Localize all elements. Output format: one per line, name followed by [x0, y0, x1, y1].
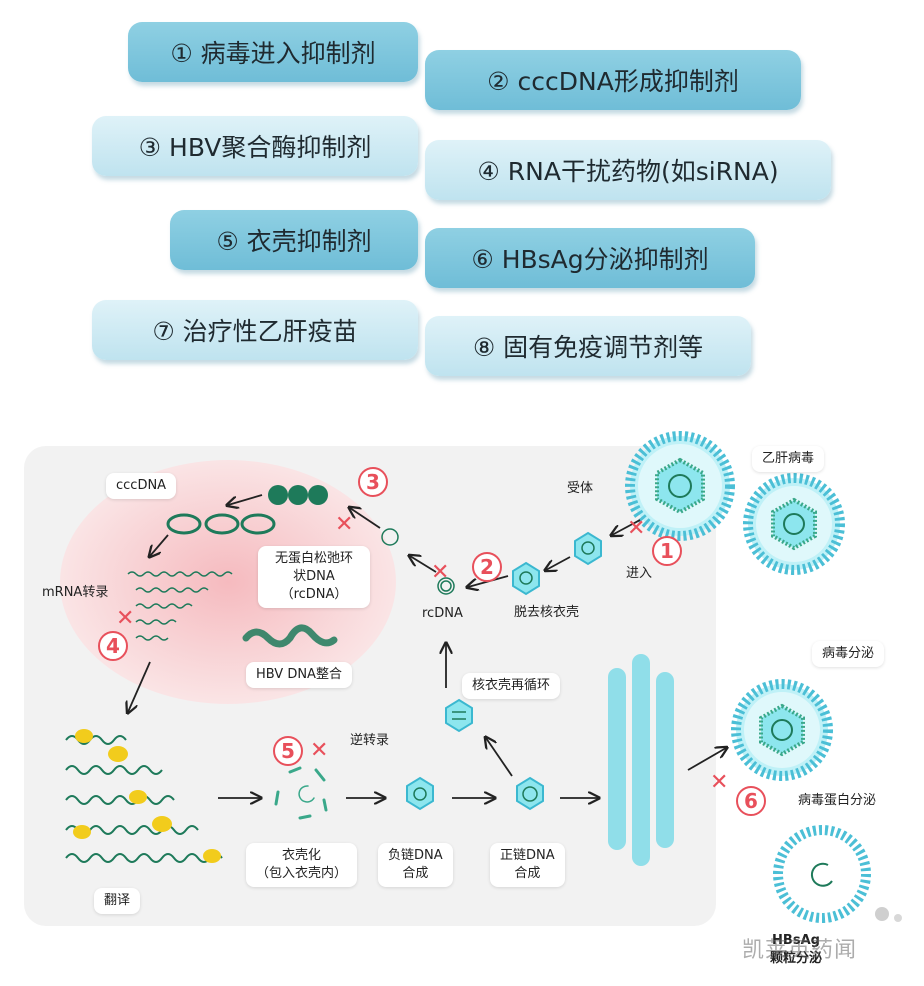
- label-hbsag-particle-secretion: HBsAg 颗粒分泌: [770, 932, 822, 968]
- inhibitor-tag-4: ④ RNA干扰药物(如siRNA): [425, 140, 831, 200]
- label-plus-strand-line1: 正链DNA: [500, 848, 555, 863]
- label-encapsidation: 衣壳化 （包入衣壳内）: [246, 843, 358, 887]
- label-translation: 翻译: [94, 888, 141, 914]
- label-rcdna-line3: （rcDNA）: [280, 587, 348, 602]
- inhibitor-tag-3: ③ HBV聚合酶抑制剂: [92, 116, 418, 176]
- label-viral-protein-secretion: 病毒蛋白分泌: [798, 793, 877, 808]
- label-minus-strand-line2: 合成: [402, 866, 429, 881]
- block-x-icon-cccdna: ✕: [335, 512, 354, 537]
- block-x-icon-secretion: ✕: [710, 770, 729, 795]
- label-mrna-transcription: mRNA转录: [42, 585, 109, 600]
- step-marker-3: 3: [358, 467, 388, 497]
- label-nucleocapsid-recycling: 核衣壳再循环: [462, 673, 561, 699]
- block-x-icon-capsid: ✕: [310, 738, 329, 763]
- label-hbsag-line2: 颗粒分泌: [770, 951, 823, 966]
- nucleocapsid-icons: [406, 531, 602, 811]
- label-hbv-dna-integration: HBV DNA整合: [246, 662, 352, 688]
- step-marker-2: 2: [472, 552, 502, 582]
- nucleus: [60, 460, 396, 704]
- hbv-virion-icons: [625, 431, 871, 923]
- step-marker-1: 1: [652, 536, 682, 566]
- inhibitor-tag-1: ① 病毒进入抑制剂: [128, 22, 418, 82]
- label-entry: 进入: [626, 566, 653, 581]
- label-encapsidation-line1: 衣壳化: [282, 848, 322, 863]
- integrated-dna-icon: [242, 624, 338, 648]
- translation-polysomes-icon: [65, 729, 223, 863]
- label-hbv-virus: 乙肝病毒: [752, 446, 825, 472]
- step-marker-5: 5: [273, 736, 303, 766]
- label-reverse-transcription: 逆转录: [350, 733, 390, 748]
- label-uncoating: 脱去核衣壳: [514, 605, 580, 620]
- inhibitor-tag-6: ⑥ HBsAg分泌抑制剂: [425, 228, 755, 288]
- watermark: 凯莱英药闻: [742, 938, 858, 963]
- rcdna-free-ring-icon: [381, 528, 399, 546]
- label-rcdna-line2: 状DNA: [293, 569, 335, 584]
- label-rcdna: rcDNA: [422, 606, 463, 621]
- label-plus-strand-line2: 合成: [514, 866, 541, 881]
- cccdna-rings-icon: [166, 513, 276, 535]
- encapsidation-icon: [274, 766, 328, 820]
- label-rcdna-description: 无蛋白松弛环 状DNA （rcDNA）: [258, 546, 370, 608]
- mrna-transcripts-icon: [127, 571, 233, 641]
- inhibitor-tag-2: ② cccDNA形成抑制剂: [425, 50, 801, 110]
- block-x-icon-entry: ✕: [627, 516, 646, 541]
- label-rcdna-line1: 无蛋白松弛环: [274, 551, 353, 566]
- label-plus-strand-synthesis: 正链DNA 合成: [490, 843, 565, 887]
- inhibitor-tag-5: ⑤ 衣壳抑制剂: [170, 210, 418, 270]
- label-minus-strand-line1: 负链DNA: [388, 848, 443, 863]
- secretory-pathway-icon: [608, 654, 674, 866]
- inhibitor-tag-8: ⑧ 固有免疫调节剂等: [425, 316, 751, 376]
- step-marker-6: 6: [736, 786, 766, 816]
- label-receptor: 受体: [567, 481, 594, 496]
- label-hbsag-line1: HBsAg: [772, 933, 820, 948]
- label-encapsidation-line2: （包入衣壳内）: [256, 866, 348, 881]
- label-virion-secretion: 病毒分泌: [812, 641, 885, 667]
- block-x-icon-mrna: ✕: [116, 606, 135, 631]
- label-minus-strand-synthesis: 负链DNA 合成: [378, 843, 453, 887]
- step-marker-4: 4: [98, 631, 128, 661]
- block-x-icon-rcdna: ✕: [431, 560, 450, 585]
- inhibitor-tag-7: ⑦ 治疗性乙肝疫苗: [92, 300, 418, 360]
- cccdna-minichromosome-icon: [268, 485, 328, 505]
- label-cccdna: cccDNA: [106, 473, 177, 499]
- pathway-arrows: [128, 494, 726, 798]
